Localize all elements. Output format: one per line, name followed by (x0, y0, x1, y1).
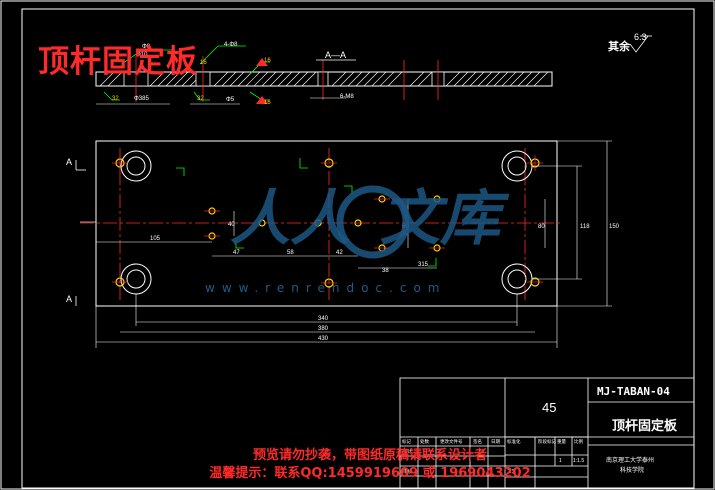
section-view (95, 45, 553, 105)
dim-430: 430 (318, 336, 329, 342)
dim-58: 58 (287, 250, 294, 256)
row-1: 审核 (403, 468, 412, 475)
row-2: 工艺 (507, 469, 516, 474)
watermark-logo-left: 人人 (230, 184, 350, 254)
dim-38: 38 (382, 268, 389, 274)
dim-105: 105 (150, 236, 161, 242)
dim-h2: Φ385 (134, 96, 149, 102)
hdr-0: 标记 (402, 438, 411, 445)
section-label: A—A (325, 50, 346, 60)
dim-r2: 16 (264, 100, 271, 106)
dim-d4: 6-M8 (340, 94, 354, 100)
dim-340: 340 (318, 316, 329, 322)
dim-d2: Φ10 (136, 52, 148, 58)
dim-118: 118 (580, 224, 590, 230)
ratio: 1:1.5 (573, 458, 584, 464)
drawing-title: 顶杆固定板 (38, 44, 198, 80)
drawing-number: MJ-TABAN-04 (597, 385, 670, 398)
row-0: 设计 (403, 448, 412, 455)
dim-40: 40 (228, 222, 235, 228)
scale-value: 1 (559, 458, 562, 464)
material: 45 (542, 400, 556, 415)
dim-h1: 32 (112, 96, 119, 102)
col-3: 比例 (574, 438, 583, 445)
dim-r3: 16 (200, 60, 207, 66)
view-marker-top: A (66, 157, 72, 167)
note-line2: 温馨提示：联系QQ:1459919609 或 1969043202 (209, 466, 531, 481)
dim-315: 315 (418, 262, 429, 268)
hdr-1: 处数 (420, 438, 429, 445)
dim-80: 80 (538, 224, 545, 230)
view-marker-bottom: A (66, 294, 72, 304)
title-block (399, 35, 695, 489)
org-line1: 南京理工大学泰州 (606, 456, 654, 464)
part-name: 顶杆固定板 (612, 418, 678, 433)
org-line2: 科技学院 (620, 466, 644, 474)
inner-border (21, 8, 695, 489)
hdr-4: 日期 (491, 439, 500, 445)
dim-d1: Φ8 (142, 44, 151, 50)
watermark-logo-right: 文库 (380, 184, 500, 254)
dim-h4: Φ5 (226, 97, 235, 103)
col-1: 阶段标记 (538, 438, 556, 445)
hdr-2: 更改文件号 (440, 438, 463, 445)
dim-h3: 32 (197, 96, 204, 102)
roughness-value: 6.3 (634, 32, 647, 42)
watermark-logo-mark (336, 185, 410, 259)
dim-380: 380 (318, 326, 329, 332)
col-2: 重量 (557, 438, 566, 445)
col-0: 标准化 (507, 438, 521, 445)
watermark-url: www.renrendoc.com (205, 281, 447, 295)
dim-42: 42 (336, 250, 343, 256)
note-line1: 预览请勿抄袭，带图纸原稿请联系设计者 (252, 448, 487, 463)
dim-d3: 4-Φ8 (224, 42, 238, 48)
plan-view (75, 140, 612, 348)
dim-r1: 16 (264, 58, 271, 64)
dim-150: 150 (609, 224, 620, 230)
hdr-3: 签名 (473, 438, 482, 445)
dim-47: 47 (233, 250, 240, 256)
roughness-label: 其余 (608, 39, 631, 53)
